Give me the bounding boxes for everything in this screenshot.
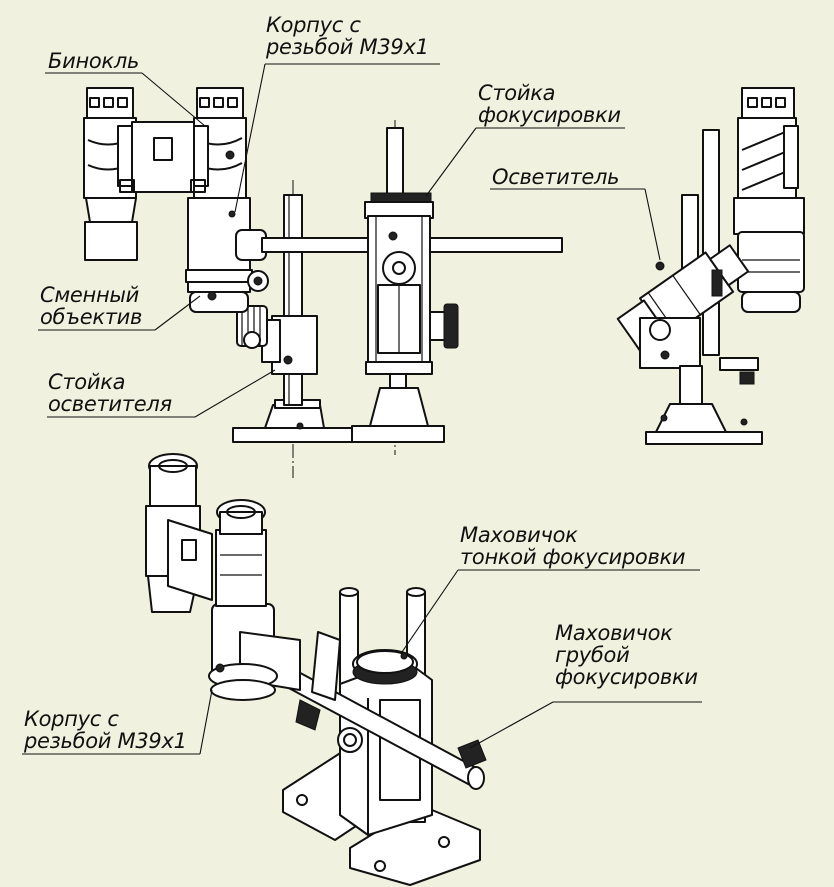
side-view <box>616 87 805 445</box>
label-osvetitel: Осветитель <box>492 165 620 189</box>
label-mahovichok-tonkoy: Маховичок тонкой фокусировки <box>460 523 686 569</box>
leader-lines <box>22 63 702 755</box>
label-smenny-obektiv: Сменный объектив <box>40 283 143 329</box>
label-korpus-top: Корпус с резьбой М39х1 <box>266 13 429 59</box>
front-view <box>83 87 563 478</box>
label-stoyka-fokusirovki: Стойка фокусировки <box>478 81 621 127</box>
label-mahovichok-gruboy: Маховичок грубой фокусировки <box>555 621 698 689</box>
isometric-view <box>145 453 487 886</box>
label-korpus-bottom: Корпус с резьбой М39х1 <box>24 707 187 753</box>
label-stoyka-osvetitelya: Стойка осветителя <box>48 370 172 416</box>
label-binokl: Бинокль <box>48 49 140 73</box>
